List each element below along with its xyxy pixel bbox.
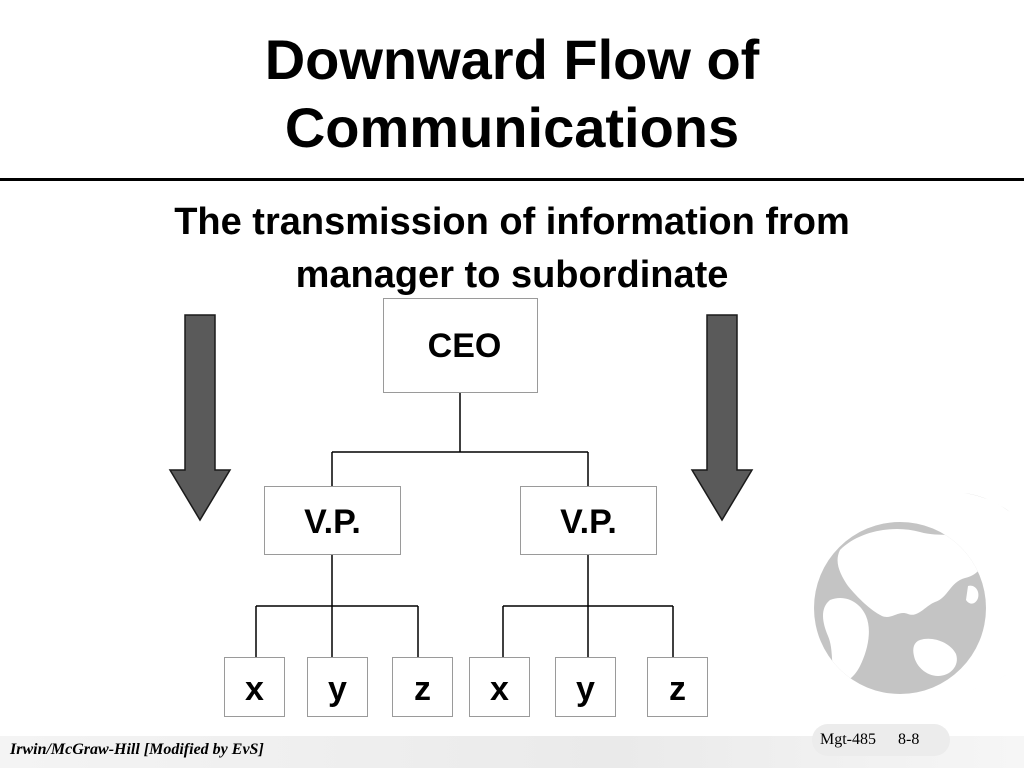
slide-subtitle-line-1: The transmission of information from xyxy=(174,201,850,243)
page-number: 8-8 xyxy=(898,731,920,748)
page-number-badge xyxy=(812,724,950,756)
subordinate-box-left-x: x xyxy=(224,657,285,717)
vp-box-left: V.P. xyxy=(264,486,401,555)
course-code: Mgt-485 xyxy=(820,731,876,748)
subordinate-box-right-y: y xyxy=(555,657,616,717)
page-label: Mgt-485 8-8 xyxy=(820,731,919,749)
globe-icon xyxy=(814,492,1010,694)
down-arrow-right-icon xyxy=(690,314,754,522)
slide-title-line-2: Communications xyxy=(284,96,740,159)
footer-credit: Irwin/McGraw-Hill [Modified by EvS] xyxy=(10,741,264,758)
subordinate-box-left-z: z xyxy=(392,657,453,717)
subordinate-box-right-x: x xyxy=(469,657,530,717)
vp-box-right: V.P. xyxy=(520,486,657,555)
slide-subtitle: The transmission of information from man… xyxy=(0,196,1024,302)
slide-subtitle-line-2: manager to subordinate xyxy=(295,254,729,296)
ceo-box: CEO xyxy=(383,298,538,393)
slide-title: Downward Flow of Communications xyxy=(0,26,1024,162)
down-arrow-left-icon xyxy=(168,314,232,522)
subordinate-box-right-z: z xyxy=(647,657,708,717)
subordinate-box-left-y: y xyxy=(307,657,368,717)
slide-title-line-1: Downward Flow of xyxy=(264,28,760,91)
title-divider xyxy=(0,178,1024,181)
